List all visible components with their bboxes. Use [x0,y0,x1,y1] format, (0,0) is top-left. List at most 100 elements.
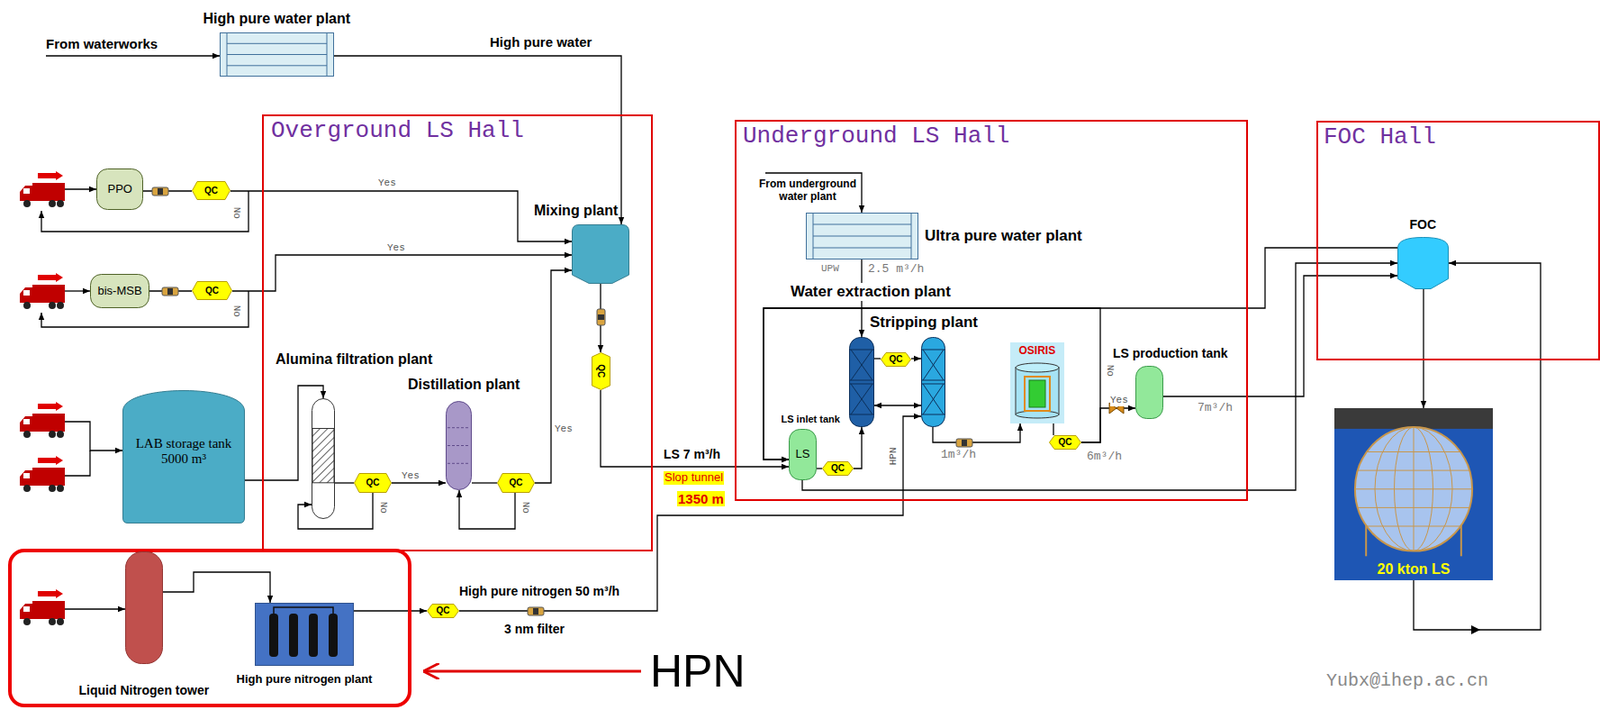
flow-arrow [1471,624,1481,634]
flow-line [1422,289,1424,408]
flow-line [816,467,823,469]
svg-rect [1136,366,1164,419]
svg-ellipse [1355,426,1473,552]
annotation-label: No [230,305,243,317]
svg-rect [308,613,318,657]
node-text: QC [436,605,451,616]
edge-label: 7m³/h [1197,401,1233,416]
qc-hexagon: QC [191,280,233,300]
hall-region: Overground LS HallMixing plantQCAlumina … [262,114,653,552]
flow-line [459,415,922,611]
node-text: Ultra pure water plant [924,226,1083,245]
annotation-label: 6m³/h [1086,450,1122,464]
svg-ellipse [1015,362,1059,372]
annotation-label: UPW [821,262,840,275]
annotation-label: 3 nm filter [504,621,565,636]
flow-line [853,426,862,469]
qc-hexagon: QC [822,461,854,476]
hall-region: FOC HallFOC [1316,120,1600,361]
svg-rect [126,551,163,664]
stripping-column: Stripping plant [921,336,946,427]
node-text: Stripping plant [869,313,978,332]
svg-line [447,444,471,446]
shape-outline [254,602,354,666]
truck-icon [19,171,65,208]
svg-rect [220,33,335,77]
svg-rect [255,603,354,666]
osiris-detector: OSIRIS [1010,342,1065,424]
hall-region: Underground LS HallUltra pure water plan… [734,119,1248,501]
shape-outline [849,336,875,427]
detector-image: 20 kton LS [1334,407,1493,580]
flow-line [232,254,572,291]
annotation-label: 1350 m [677,490,725,507]
svg-rect [789,429,817,480]
nitrogen-plant: High pure nitrogen plant [254,602,354,666]
svg-line [849,379,874,381]
svg-line [1366,525,1461,527]
svg-rect [735,120,1248,500]
filter-symbol [956,438,973,447]
shape-outline [445,400,472,490]
flow-line [874,357,881,359]
shape-outline [921,336,946,427]
svg-rect [90,274,150,308]
nitrogen-tower: Liquid Nitrogen tower [125,551,163,664]
svg-polygon [881,352,912,367]
shape-outline [311,397,335,519]
svg-rect [312,398,335,519]
qc-hexagon: QC [1048,434,1082,450]
node-text: FOC Hall [1323,124,1437,152]
ls-tank: LS inlet tankLS [788,428,817,480]
flow-line [911,357,922,359]
svg-path [64,188,97,190]
svg-path [64,289,91,291]
shape-outline [219,32,335,77]
edge-label: Yes [554,423,573,435]
edge-label: No [519,501,532,514]
svg-line [922,414,945,416]
edge-label: High pure water [489,34,592,50]
node-text: LS [795,447,811,462]
flow-line [244,385,324,480]
node-text: HPN [650,645,746,698]
extraction-column: Water extraction plant [849,336,875,427]
truck-icon [19,588,65,625]
edge-label: Yes [378,177,397,190]
shape-outline [1334,407,1493,580]
mixing-vessel: Mixing plant [571,224,630,284]
svg-polygon [427,604,460,618]
shape-outline [1397,236,1449,290]
svg-line [813,235,912,237]
svg-path [572,225,630,284]
svg-line [813,224,912,226]
svg-line [226,64,327,66]
svg-rect [1010,342,1065,424]
alumina-column: Alumina filtration plant [311,397,335,519]
svg-rect [1334,407,1493,429]
node-text: Mixing plant [533,202,618,219]
svg-line [922,383,945,385]
flow-line [534,270,572,483]
ls-tank: LS production tank [1135,365,1164,419]
filter-symbol [162,287,179,296]
annotation-label: Slop tunnel [663,470,724,485]
svg-rect [1334,407,1493,580]
distillation-column: Distillation plant [445,400,472,490]
svg-line [447,426,471,428]
svg-line [922,349,944,380]
flow-line [230,190,572,242]
svg-rect [328,613,338,657]
svg-polygon [1049,435,1082,450]
svg-line [849,349,874,351]
flow-line [162,571,271,603]
flow-line [353,609,427,611]
node-text: Liquid Nitrogen tower [79,682,210,697]
svg-line [850,383,873,415]
edge-label: No [377,501,389,514]
node-text: bis-MSB [98,284,143,299]
node-text: QC [366,477,380,489]
material-tank: PPO [96,168,144,210]
shape-outline [125,551,163,664]
